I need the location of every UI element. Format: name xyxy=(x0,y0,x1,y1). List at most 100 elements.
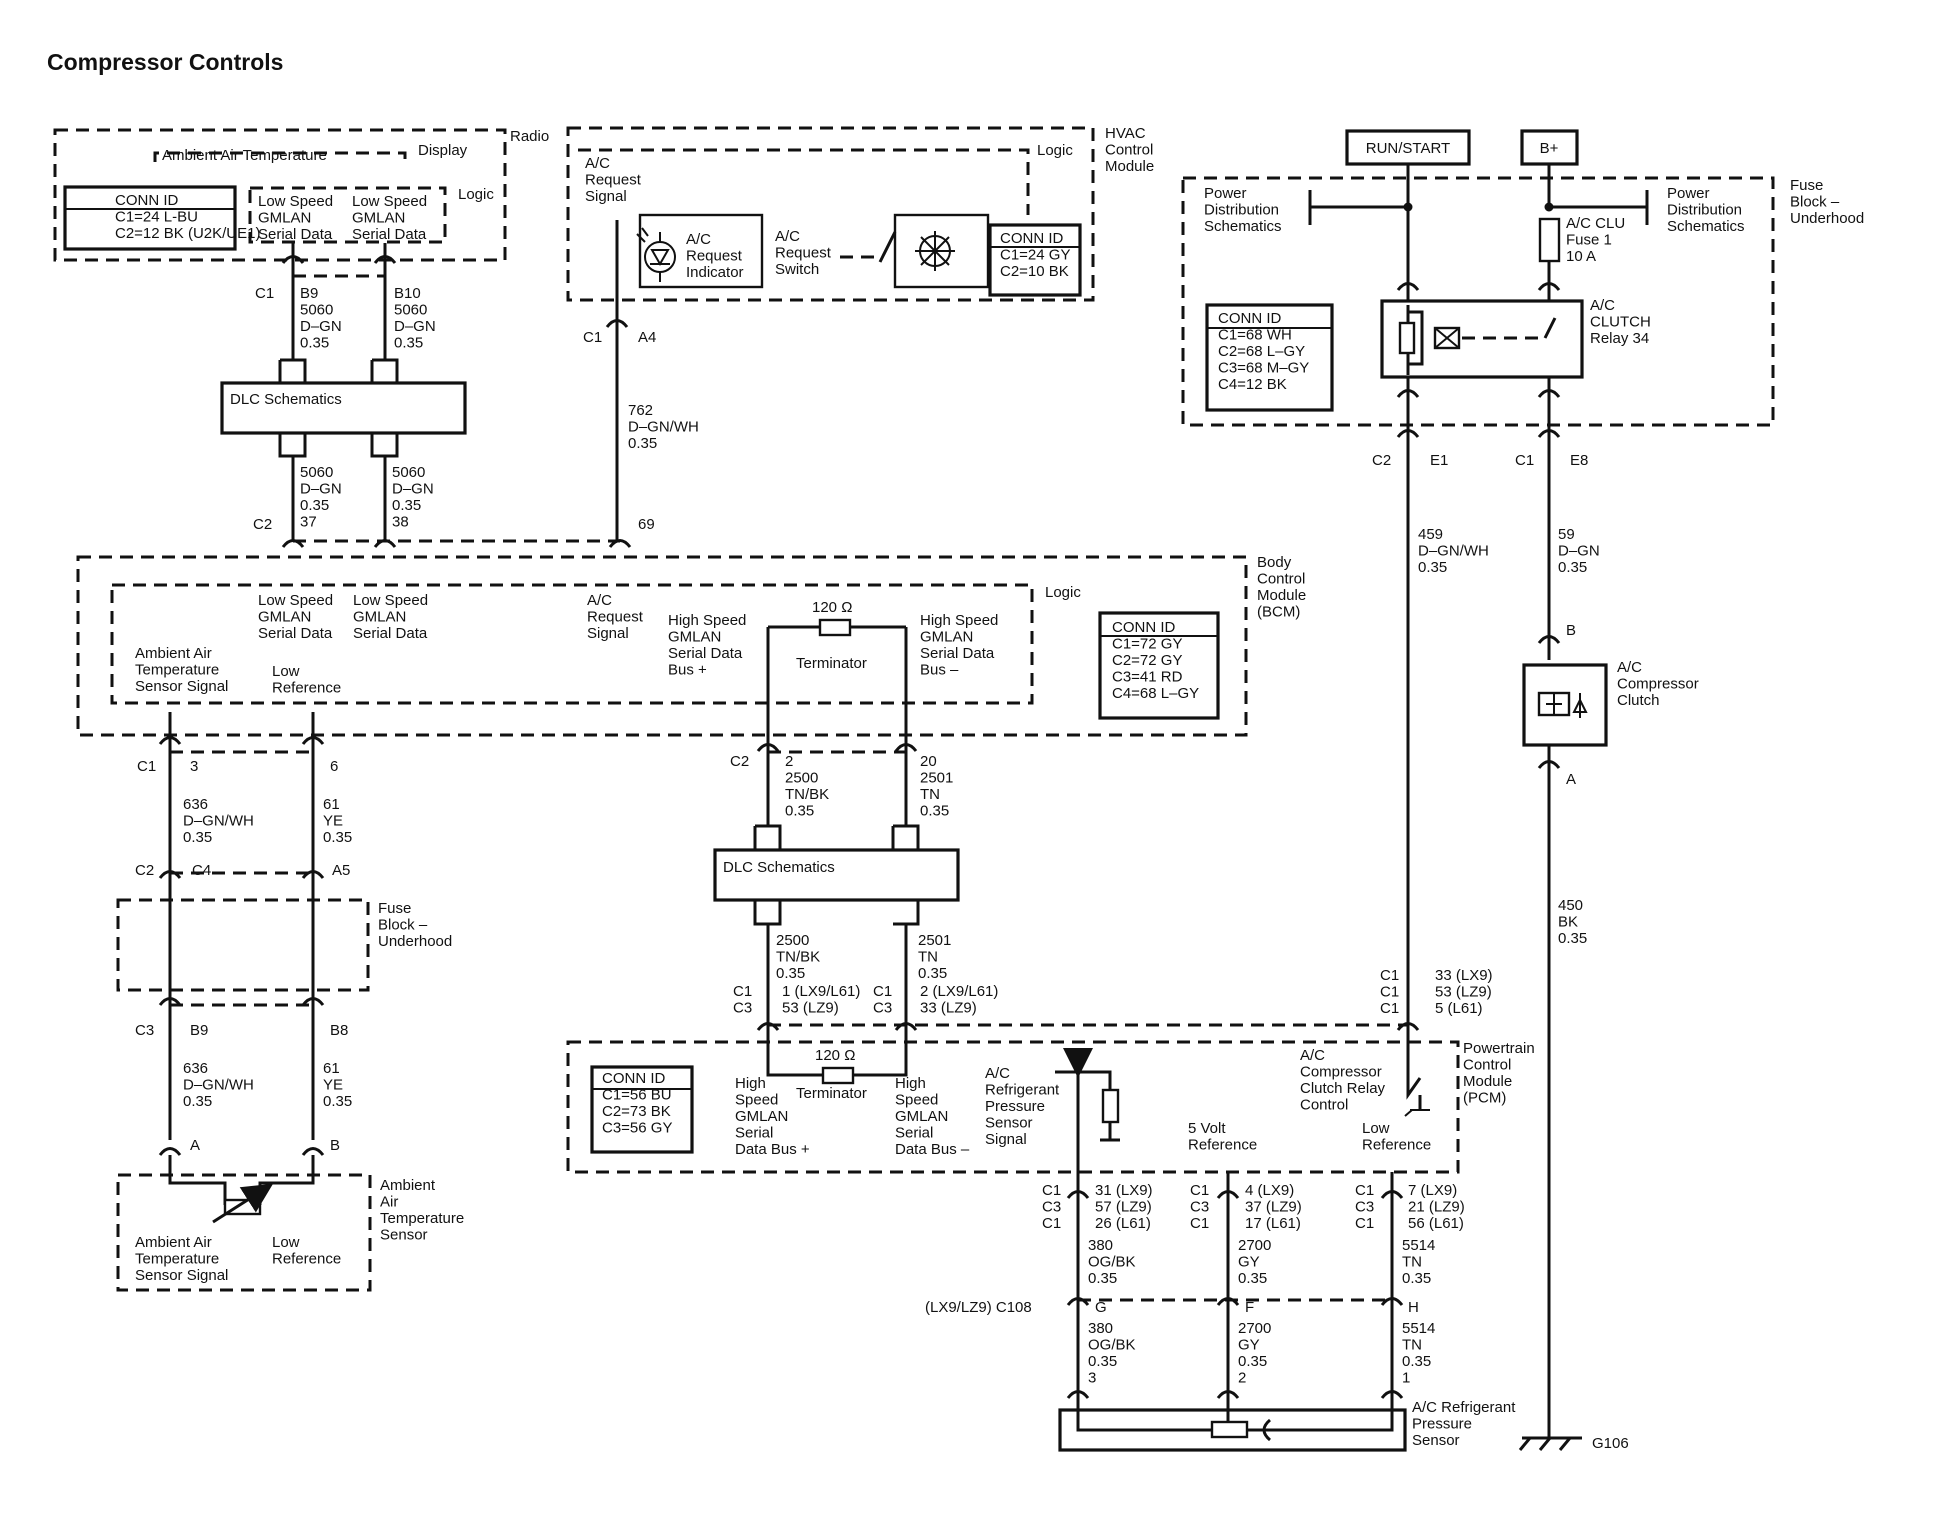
fuse-c2-label: C2 xyxy=(1372,452,1391,469)
pcm-term-ohm: 120 Ω xyxy=(815,1047,855,1064)
clutch-pin-b: B xyxy=(1566,622,1576,639)
pcm-conn-box xyxy=(590,1065,694,1154)
hvac-switch-icon xyxy=(878,231,897,263)
hvac-logic-outline xyxy=(578,148,1030,215)
pcm-pullup-resistor-icon xyxy=(1101,1088,1120,1124)
c108-label: (LX9/LZ9) C108 xyxy=(925,1299,1032,1316)
radio-display-bracket xyxy=(153,151,407,162)
fuse-e8-label: E8 xyxy=(1570,452,1588,469)
radio-logic-label: Logic xyxy=(458,186,494,203)
bcm-terminator-label: Terminator xyxy=(796,655,867,672)
pressure-sensor-resistor-icon xyxy=(1210,1420,1249,1439)
fb-b9-label: B9 xyxy=(190,1022,208,1039)
pcm-terminator-label: Terminator xyxy=(796,1085,867,1102)
hvac-module-outline xyxy=(566,126,1095,302)
relay-box xyxy=(1380,299,1584,379)
fuse-icon xyxy=(1538,217,1561,263)
bcm-c2b-label: C2 xyxy=(730,753,749,770)
radio-logic-outline xyxy=(248,186,447,244)
fuse-c1-label: C1 xyxy=(1515,452,1534,469)
ground-icon xyxy=(1518,1436,1582,1451)
pcm-mid-pins: 2 (LX9/L61)33 (LZ9) xyxy=(920,983,998,1017)
radio-c1-label: C1 xyxy=(255,285,274,302)
radio-conn-box xyxy=(63,185,237,251)
dlc-label-2: DLC Schematics xyxy=(723,859,835,876)
radio-ambient-label: Ambient Air Temperature xyxy=(162,147,327,164)
c108-pin-g: G xyxy=(1095,1299,1107,1316)
pcm-right-pins: 33 (LX9)53 (LZ9)5 (L61) xyxy=(1435,967,1493,1017)
c108-pin-f: F xyxy=(1245,1299,1254,1316)
fuse-block-top-outline xyxy=(1181,176,1775,427)
fuse-e1-label: E1 xyxy=(1430,452,1448,469)
clutch-pin-a: A xyxy=(1566,771,1576,788)
fuse-block-left-outline xyxy=(116,898,370,992)
bcm-term-ohm: 120 Ω xyxy=(812,599,852,616)
bcm-pin-6: 6 xyxy=(330,758,338,775)
radio-display-label: Display xyxy=(418,142,468,159)
amb-pin-b: B xyxy=(330,1137,340,1154)
bcm-logic-label: Logic xyxy=(1045,584,1081,601)
pcm-left-pins: 1 (LX9/L61)53 (LZ9) xyxy=(782,983,860,1017)
fb-c2-label: C2 xyxy=(135,862,154,879)
hvac-a4-label: A4 xyxy=(638,329,656,346)
bplus-box xyxy=(1520,129,1579,166)
p2-pins: 4 (LX9)37 (LZ9)17 (L61) xyxy=(1245,1182,1302,1232)
c108-pin-h: H xyxy=(1408,1299,1419,1316)
bcm-terminator-resistor-icon xyxy=(818,618,852,637)
bcm-logic-outline xyxy=(110,583,1034,705)
diagram-graphics xyxy=(53,126,1775,1452)
diagram-title: Compressor Controls xyxy=(47,49,283,75)
bcm-c1-label: C1 xyxy=(137,758,156,775)
bcm-c2-label: C2 xyxy=(253,516,272,533)
bcm-pin-3: 3 xyxy=(190,758,198,775)
dlc-schematics-box-1 xyxy=(220,381,467,435)
bcm-conn-box xyxy=(1098,611,1220,720)
hvac-conn-box xyxy=(988,223,1082,297)
run-start-box xyxy=(1345,129,1471,166)
fb-a5-label: A5 xyxy=(332,862,350,879)
pcm-terminator-resistor-icon xyxy=(821,1066,855,1085)
